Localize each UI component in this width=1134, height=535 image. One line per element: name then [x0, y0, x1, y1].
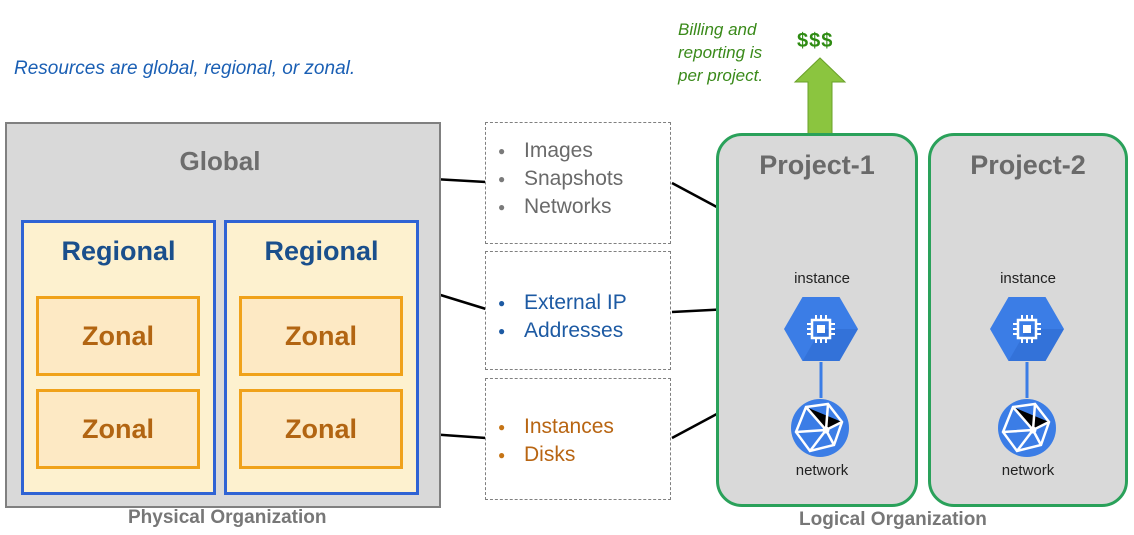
project-2-title: Project-2 — [970, 150, 1086, 180]
billing-note: Billing and reporting is per project. — [678, 18, 798, 87]
physical-organization-label: Physical Organization — [128, 507, 327, 528]
billing-note-line-3: per project. — [678, 66, 764, 85]
project-1-title: Project-1 — [759, 150, 875, 180]
zonal-box-2: Zonal — [36, 389, 200, 469]
resource-addresses-text: Addresses — [524, 319, 624, 342]
logical-organization-label: Logical Organization — [799, 509, 987, 530]
global-resources-box: Images Snapshots Networks — [485, 122, 671, 244]
regional-resources-list: External IP Addresses — [486, 289, 670, 345]
regional-label-1: Regional — [61, 236, 176, 266]
zonal-label-1: Zonal — [82, 320, 154, 351]
resource-networks: Networks — [486, 193, 670, 221]
zonal-resources-box: Instances Disks — [485, 378, 671, 500]
zonal-label-3: Zonal — [285, 320, 357, 351]
resource-snapshots: Snapshots — [486, 165, 670, 193]
resource-instances: Instances — [486, 413, 670, 441]
global-label: Global — [179, 146, 261, 176]
zonal-box-1: Zonal — [36, 296, 200, 376]
project-1-network-label: network — [795, 462, 849, 479]
billing-symbol: $$$ — [797, 30, 834, 52]
global-resources-list: Images Snapshots Networks — [486, 137, 670, 221]
project-1-instance-label: instance — [794, 270, 850, 287]
diagram-caption: Resources are global, regional, or zonal… — [14, 58, 356, 79]
project-1-network-icon — [791, 399, 849, 457]
regional-resources-box: External IP Addresses — [485, 251, 671, 370]
project-2-network-label: network — [1001, 462, 1055, 479]
resource-external-ip: External IP — [486, 289, 670, 317]
billing-note-line-2: reporting is — [678, 43, 763, 62]
project-2-instance-icon — [990, 297, 1064, 361]
resource-images: Images — [486, 137, 670, 165]
project-2-instance-label: instance — [1000, 270, 1056, 287]
zonal-box-4: Zonal — [239, 389, 403, 469]
resource-addresses: Addresses — [486, 317, 670, 345]
zonal-box-3: Zonal — [239, 296, 403, 376]
billing-note-line-1: Billing and — [678, 20, 757, 39]
regional-label-2: Regional — [264, 236, 379, 266]
resource-disks: Disks — [486, 441, 670, 469]
project-1-instance-icon — [784, 297, 858, 361]
zonal-label-2: Zonal — [82, 413, 154, 444]
zonal-resources-list: Instances Disks — [486, 413, 670, 469]
billing-arrow — [793, 57, 847, 135]
project-2-network-icon — [998, 399, 1056, 457]
zonal-label-4: Zonal — [285, 413, 357, 444]
